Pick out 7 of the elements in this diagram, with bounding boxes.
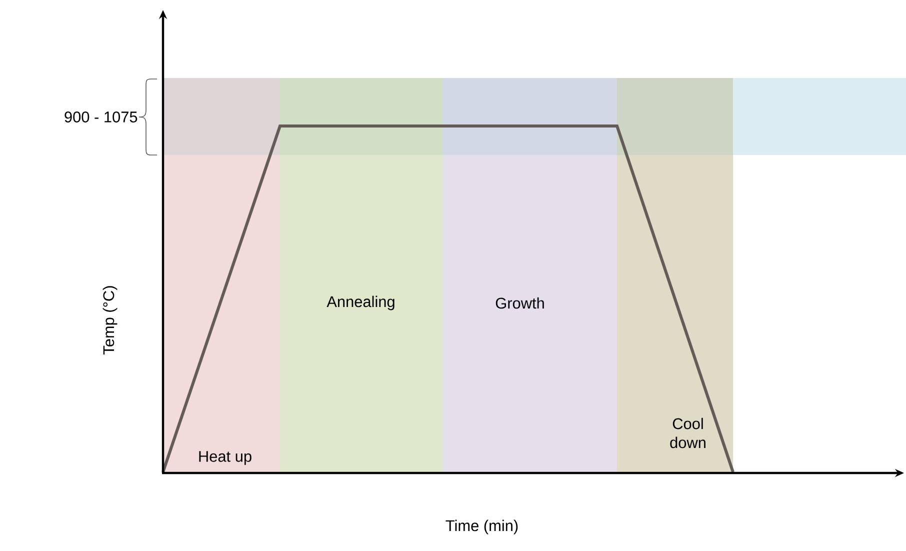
phase-band: Heat up bbox=[163, 78, 280, 472]
axis-title: Temp (°C) bbox=[102, 286, 118, 354]
range-label: 900 - 1075 bbox=[64, 112, 138, 122]
phase-band: Cool down bbox=[617, 78, 733, 472]
phase-band: Annealing bbox=[280, 78, 443, 472]
phase-band: Growth bbox=[443, 78, 617, 472]
axis-title: Time (min) bbox=[446, 520, 518, 534]
